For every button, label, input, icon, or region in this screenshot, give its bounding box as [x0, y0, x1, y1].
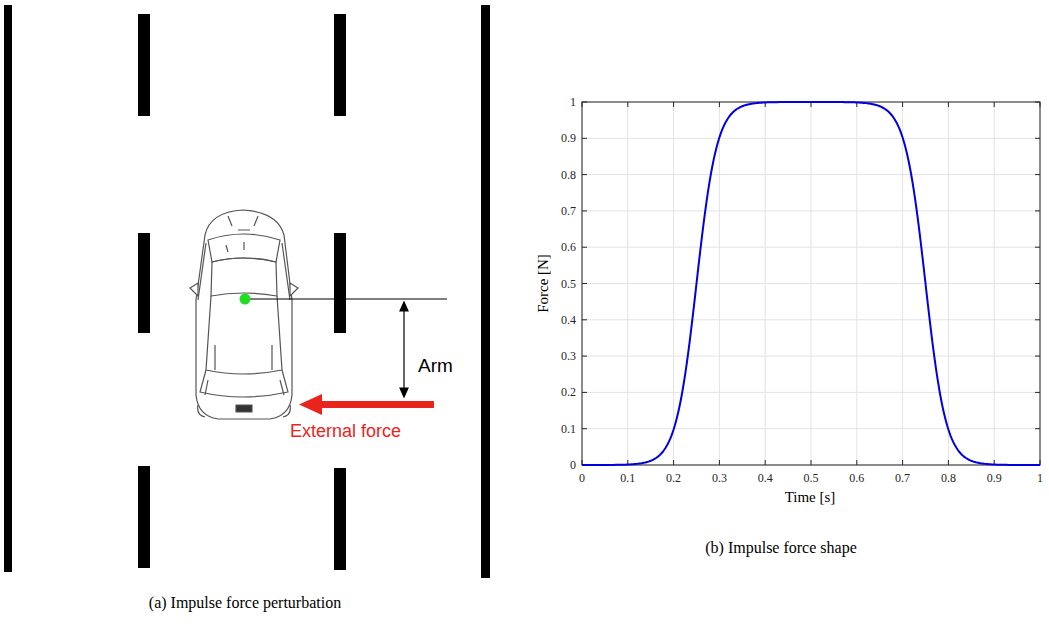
x-axis-label: Time [s]	[785, 490, 836, 505]
y-tick-label: 0.9	[561, 132, 576, 144]
panel-caption: (b) Impulse force shape	[705, 540, 857, 556]
tick	[627, 102, 628, 107]
grid-line	[902, 102, 903, 465]
x-tick-label: 0.8	[941, 472, 956, 484]
y-tick-label: 0.4	[561, 314, 576, 326]
tick	[582, 247, 587, 248]
x-tick-label: 0.9	[987, 472, 1002, 484]
tick	[582, 210, 587, 211]
tick	[1035, 283, 1040, 284]
tick	[902, 460, 903, 465]
grid-line	[582, 174, 1040, 175]
axes-frame	[582, 102, 1040, 465]
tick	[1035, 356, 1040, 357]
road-edge	[481, 5, 490, 578]
y-tick-label: 1	[570, 96, 576, 108]
tick	[902, 102, 903, 107]
tick	[1035, 392, 1040, 393]
tick	[582, 319, 587, 320]
tick	[1035, 210, 1040, 211]
y-tick-label: 0.5	[561, 278, 576, 290]
x-tick-label: 1	[1037, 472, 1043, 484]
road-edge	[4, 5, 12, 572]
tick	[994, 102, 995, 107]
tick	[1040, 102, 1041, 107]
tick	[582, 356, 587, 357]
y-axis-label: Force [N]	[535, 254, 550, 313]
x-tick-label: 0.3	[712, 472, 727, 484]
tick	[719, 460, 720, 465]
tick	[673, 460, 674, 465]
x-tick-label: 0.2	[666, 472, 681, 484]
grid-line	[994, 102, 995, 465]
tick	[948, 102, 949, 107]
tick	[582, 392, 587, 393]
y-tick-label: 0	[570, 459, 576, 471]
x-tick-label: 0.1	[620, 472, 635, 484]
y-tick-label: 0.2	[561, 386, 576, 398]
reference-line	[245, 298, 447, 299]
tick	[1035, 102, 1040, 103]
x-tick-label: 0	[579, 472, 585, 484]
force-label: External force	[290, 422, 401, 440]
tick	[582, 138, 587, 139]
arm-dimension	[400, 302, 408, 397]
car-outline	[190, 210, 298, 419]
tick	[582, 174, 587, 175]
x-tick-label: 0.4	[758, 472, 773, 484]
grid-line	[582, 247, 1040, 248]
tick	[582, 102, 583, 107]
y-tick-label: 0.1	[561, 423, 576, 435]
grid-line	[582, 283, 1040, 284]
tick	[582, 283, 587, 284]
tick	[719, 102, 720, 107]
grid-line	[582, 210, 1040, 211]
tick	[1035, 174, 1040, 175]
tick	[673, 102, 674, 107]
grid-line	[856, 102, 857, 465]
grid-line	[582, 138, 1040, 139]
tick	[948, 460, 949, 465]
external-force-arrow	[299, 394, 434, 415]
lane-markings	[138, 14, 346, 570]
tick	[1035, 319, 1040, 320]
tick	[582, 428, 587, 429]
tick	[1035, 428, 1040, 429]
tick	[856, 460, 857, 465]
panel-caption: (a) Impulse force perturbation	[149, 595, 341, 611]
tick	[1035, 138, 1040, 139]
arm-label: Arm	[418, 356, 453, 375]
tick	[811, 460, 812, 465]
y-tick-label: 0.3	[561, 350, 576, 362]
y-tick-label: 0.8	[561, 169, 576, 181]
x-tick-label: 0.5	[804, 472, 819, 484]
x-tick-label: 0.7	[895, 472, 910, 484]
grid-line	[948, 102, 949, 465]
tick	[765, 460, 766, 465]
tick	[582, 102, 587, 103]
force-curve	[582, 102, 1040, 465]
x-tick-label: 0.6	[849, 472, 864, 484]
tick	[1035, 247, 1040, 248]
center-of-gravity	[240, 294, 251, 305]
y-tick-label: 0.7	[561, 205, 576, 217]
y-tick-label: 0.6	[561, 241, 576, 253]
